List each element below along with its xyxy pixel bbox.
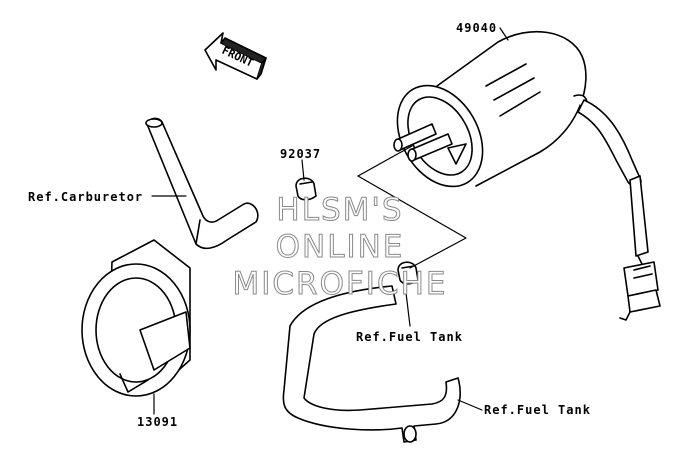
watermark-line-3: MICROFICHE <box>232 266 448 303</box>
watermark-line-2: ONLINE <box>275 229 405 266</box>
fuel-pump <box>393 30 588 188</box>
fuel-tank-hose <box>282 285 461 443</box>
ref-fuel-tank-lower-label: Ref.Fuel Tank <box>484 403 591 417</box>
hose-clip-upper <box>295 177 317 201</box>
leader-lines <box>151 27 509 415</box>
part-number-92037: 92037 <box>280 147 322 161</box>
front-arrow-icon: FRONT <box>204 32 267 80</box>
watermark-line-1: HLSM'S <box>276 192 404 229</box>
wire-harness <box>577 99 661 321</box>
ref-carburetor-label: Ref.Carburetor <box>28 190 144 204</box>
pump-bracket <box>81 239 191 397</box>
part-number-13091: 13091 <box>137 415 179 429</box>
part-number-49040: 49040 <box>456 21 498 35</box>
ref-fuel-tank-upper-label: Ref.Fuel Tank <box>356 330 463 344</box>
carburetor-hose <box>145 117 259 250</box>
